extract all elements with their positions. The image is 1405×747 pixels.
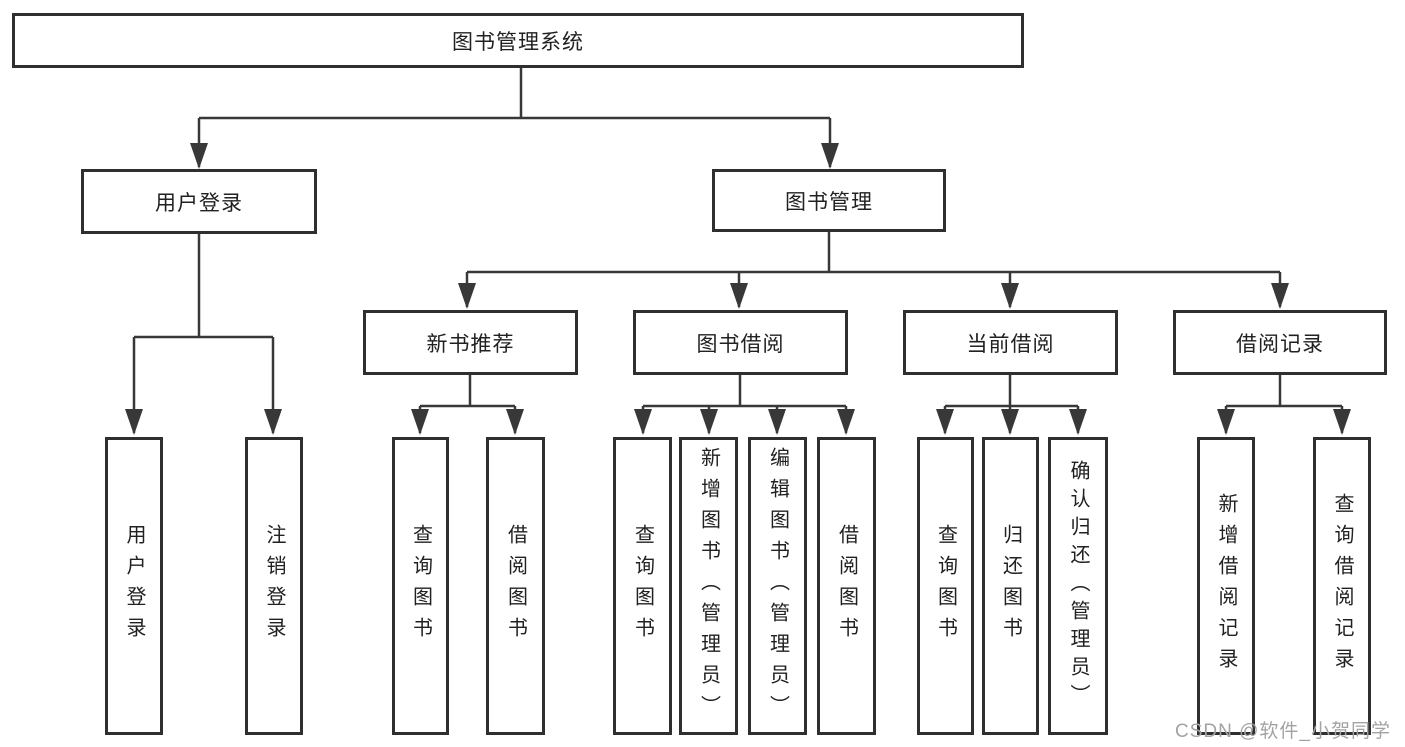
leaf-query-borrow-record-label: 查询借阅记录 xyxy=(1331,493,1353,679)
csdn-watermark: CSDN @软件_小贺同学 xyxy=(1175,721,1391,742)
leaf-return-books: 归还图书 xyxy=(982,437,1039,735)
node-new-book-recommend: 新书推荐 xyxy=(363,310,578,375)
node-new-book-recommend-label: 新书推荐 xyxy=(426,332,515,356)
node-current-borrowing-label: 当前借阅 xyxy=(966,332,1055,356)
leaf-confirm-return-admin: 确认归还（管理员） xyxy=(1048,437,1108,735)
leaf-add-book-admin-label: 新增图书（管理员） xyxy=(697,446,720,726)
leaf-edit-book-admin: 编辑图书（管理员） xyxy=(748,437,807,735)
leaf-query-books-borrowing: 查询图书 xyxy=(613,437,672,735)
node-library-system-label: 图书管理系统 xyxy=(452,30,584,54)
leaf-return-books-label: 归还图书 xyxy=(999,524,1022,648)
leaf-query-books-recommend-label: 查询图书 xyxy=(409,524,432,648)
leaf-query-borrow-record: 查询借阅记录 xyxy=(1313,437,1371,735)
node-book-borrowing: 图书借阅 xyxy=(633,310,848,375)
leaf-borrow-books-borrowing: 借阅图书 xyxy=(817,437,876,735)
node-borrowing-records-label: 借阅记录 xyxy=(1236,332,1324,356)
leaf-confirm-return-admin-label: 确认归还（管理员） xyxy=(1067,460,1089,712)
leaf-logout: 注销登录 xyxy=(245,437,303,735)
leaf-query-books-borrowing-label: 查询图书 xyxy=(631,524,654,648)
leaf-borrow-books-borrowing-label: 借阅图书 xyxy=(835,524,858,648)
leaf-borrow-books-recommend-label: 借阅图书 xyxy=(504,524,527,648)
leaf-logout-label: 注销登录 xyxy=(263,524,285,648)
leaf-query-books-current: 查询图书 xyxy=(917,437,974,735)
leaf-add-book-admin: 新增图书（管理员） xyxy=(679,437,738,735)
node-book-borrowing-label: 图书借阅 xyxy=(696,332,785,356)
leaf-query-books-current-label: 查询图书 xyxy=(934,524,957,648)
node-user-login: 用户登录 xyxy=(81,169,317,234)
leaf-add-borrow-record-label: 新增借阅记录 xyxy=(1215,493,1237,679)
node-book-management: 图书管理 xyxy=(712,169,946,232)
node-current-borrowing: 当前借阅 xyxy=(903,310,1118,375)
leaf-query-books-recommend: 查询图书 xyxy=(392,437,449,735)
leaf-user-login-label: 用户登录 xyxy=(123,524,145,648)
node-borrowing-records: 借阅记录 xyxy=(1173,310,1387,375)
leaf-user-login: 用户登录 xyxy=(105,437,163,735)
node-user-login-label: 用户登录 xyxy=(155,191,243,215)
node-library-system: 图书管理系统 xyxy=(12,13,1024,68)
node-book-management-label: 图书管理 xyxy=(785,190,873,214)
leaf-edit-book-admin-label: 编辑图书（管理员） xyxy=(766,446,789,726)
leaf-add-borrow-record: 新增借阅记录 xyxy=(1197,437,1255,735)
leaf-borrow-books-recommend: 借阅图书 xyxy=(486,437,545,735)
